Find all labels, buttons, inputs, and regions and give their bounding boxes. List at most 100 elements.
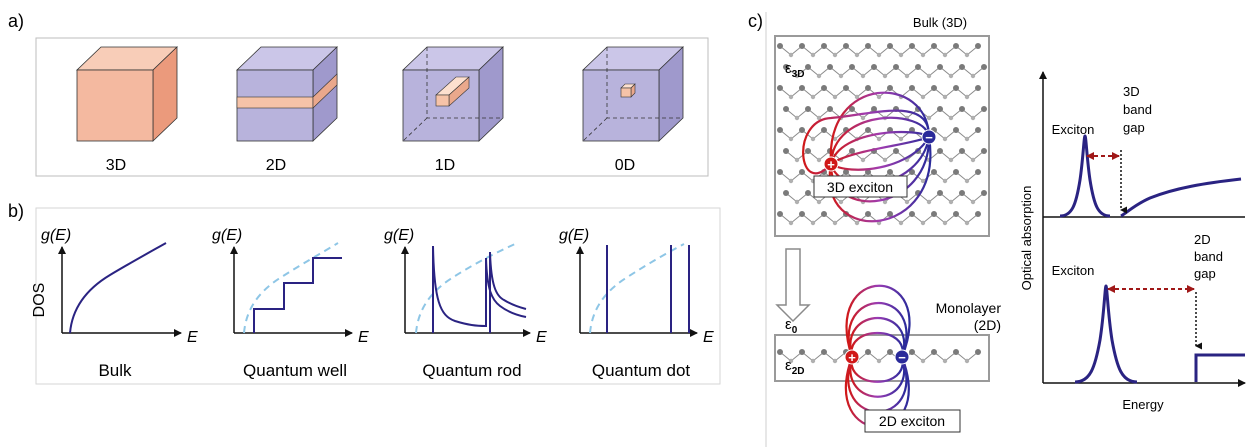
- lattice-atom: [816, 157, 822, 163]
- lattice-atom: [937, 190, 943, 196]
- lattice-atom: [959, 148, 965, 154]
- lattice-atom: [926, 115, 932, 121]
- plus-charge-3d: +: [827, 157, 835, 172]
- lattice-atom: [948, 73, 954, 79]
- minus-charge-2d: −: [898, 350, 906, 365]
- lattice-atom: [849, 64, 855, 70]
- plot-quantum-rod: g(E) E Quantum rod: [384, 227, 547, 380]
- lattice-atom: [865, 349, 871, 355]
- lattice-atom: [860, 73, 866, 79]
- exciton-2d-label-box: [864, 409, 961, 433]
- lattice-atom: [959, 64, 965, 70]
- lattice-atom: [898, 220, 904, 226]
- lattice-atom: [937, 148, 943, 154]
- lattice-atom: [821, 211, 827, 217]
- absorption-x-label: Energy: [1122, 397, 1164, 412]
- lattice-atom: [953, 85, 959, 91]
- plot-bulk: g(E) E Bulk: [41, 227, 198, 380]
- top-gap-line3: gap: [1123, 120, 1145, 135]
- bottom-gap-line2: band: [1194, 249, 1223, 264]
- x-label-rod: E: [536, 329, 547, 346]
- absorption-plot: Optical absorption Energy Exciton 3D ban…: [1019, 71, 1246, 412]
- eps-3d-label: ε3D: [785, 60, 804, 80]
- lattice-atom: [942, 220, 948, 226]
- lattice-atom: [799, 85, 805, 91]
- lattice-atom: [948, 157, 954, 163]
- monolayer-lattice-box: ε0 Monolayer (2D) + − ε2D 2D exciton: [774, 284, 1002, 433]
- lattice-atom: [959, 106, 965, 112]
- lattice-atom: [920, 220, 926, 226]
- lattice-atom: [783, 64, 789, 70]
- plot-quantum-dot: g(E) E Quantum dot: [559, 227, 714, 380]
- lattice-atom: [871, 106, 877, 112]
- exciton-3d-label: 3D exciton: [827, 179, 893, 195]
- lattice-atom: [816, 199, 822, 205]
- lattice-atom: [920, 94, 926, 100]
- caption-1d: 1D: [435, 157, 455, 174]
- monolayer-label-line1: Monolayer: [936, 300, 1002, 316]
- lattice-atom: [810, 94, 816, 100]
- g-label-dot: g(E): [559, 227, 589, 244]
- lattice-atom: [832, 220, 838, 226]
- g-label-bulk: g(E): [41, 227, 71, 244]
- lattice-atom: [821, 43, 827, 49]
- lattice-atom: [887, 43, 893, 49]
- lattice-atom: [937, 64, 943, 70]
- lattice-atom: [865, 127, 871, 133]
- lattice-atom: [926, 199, 932, 205]
- lattice-atom: [821, 85, 827, 91]
- cube-2d: [236, 46, 338, 142]
- lattice-atom: [882, 157, 888, 163]
- lattice-atom: [788, 52, 794, 58]
- top-gap-line1: 3D: [1123, 84, 1140, 99]
- cube-1d: [402, 46, 504, 142]
- lattice-atom: [838, 73, 844, 79]
- lattice-atom: [909, 211, 915, 217]
- lattice-atom: [975, 169, 981, 175]
- lattice-atom: [931, 85, 937, 91]
- lattice-atom: [810, 52, 816, 58]
- transition-arrow-icon: [775, 248, 811, 323]
- lattice-atom: [794, 157, 800, 163]
- lattice-atom: [953, 169, 959, 175]
- lattice-atom: [843, 43, 849, 49]
- panel-c-label: c): [748, 11, 763, 31]
- caption-dot: Quantum dot: [592, 361, 691, 380]
- lattice-atom: [777, 127, 783, 133]
- lattice-atom: [909, 169, 915, 175]
- panel-a-label: a): [8, 11, 24, 31]
- top-exciton-label: Exciton: [1052, 122, 1095, 137]
- lattice-atom: [887, 169, 893, 175]
- lattice-atom: [788, 94, 794, 100]
- lattice-atom: [904, 199, 910, 205]
- lattice-atom: [931, 43, 937, 49]
- lattice-atom: [970, 199, 976, 205]
- lattice-atom: [876, 136, 882, 142]
- lattice-atom: [871, 64, 877, 70]
- lattice-atom: [777, 169, 783, 175]
- lattice-atom: [975, 85, 981, 91]
- lattice-atom: [964, 94, 970, 100]
- lattice-atom: [799, 211, 805, 217]
- lattice-atom: [805, 190, 811, 196]
- lattice-atom: [788, 136, 794, 142]
- lattice-atom: [931, 169, 937, 175]
- exciton-3d-label-box: [813, 175, 908, 198]
- lattice-atom: [810, 220, 816, 226]
- lattice-atom: [805, 106, 811, 112]
- monolayer-label-line2: (2D): [974, 317, 1001, 333]
- caption-2d: 2D: [266, 157, 286, 174]
- lattice-atom: [777, 211, 783, 217]
- lattice-atom: [953, 349, 959, 355]
- lattice-atom: [882, 199, 888, 205]
- lattice-atom: [920, 178, 926, 184]
- lattice-atom: [816, 73, 822, 79]
- lattice-atom: [805, 148, 811, 154]
- absorption-y-label: Optical absorption: [1019, 186, 1034, 291]
- lattice-atom: [893, 64, 899, 70]
- lattice-atom: [827, 64, 833, 70]
- x-label-well: E: [358, 329, 369, 346]
- top-gap-line2: band: [1123, 102, 1152, 117]
- lattice-atom: [854, 94, 860, 100]
- lattice-atom: [893, 148, 899, 154]
